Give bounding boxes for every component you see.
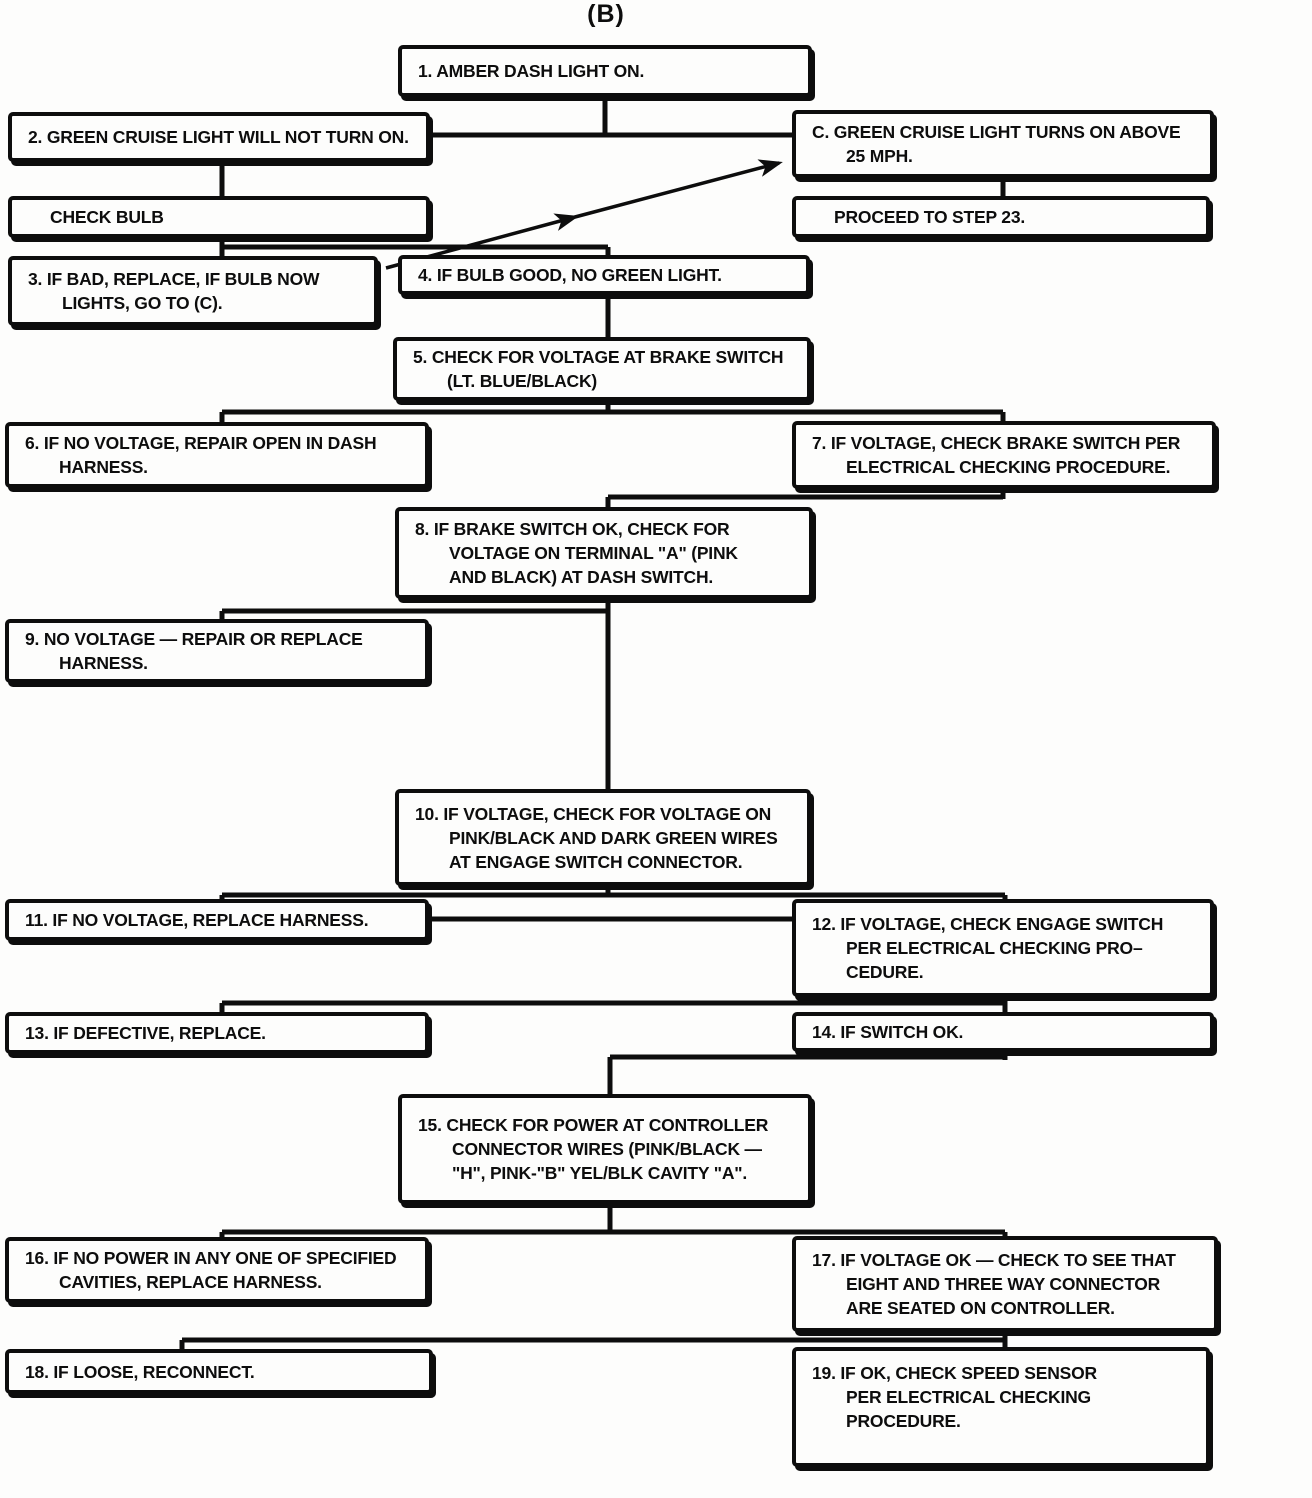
flow-box-9: 9. NO VOLTAGE — REPAIR OR REPLACE HARNES… <box>5 619 429 683</box>
flow-box-proceed: PROCEED TO STEP 23. <box>792 196 1210 238</box>
flow-box-1: 1. AMBER DASH LIGHT ON. <box>398 45 812 97</box>
flow-box-3-label: 3. IF BAD, REPLACE, IF BULB NOW LIGHTS, … <box>28 269 320 313</box>
flow-box-18: 18. IF LOOSE, RECONNECT. <box>5 1349 433 1394</box>
flow-box-c-label: C. GREEN CRUISE LIGHT TURNS ON ABOVE 25 … <box>812 122 1181 166</box>
flow-box-2-label: 2. GREEN CRUISE LIGHT WILL NOT TURN ON. <box>28 127 409 147</box>
flow-box-7: 7. IF VOLTAGE, CHECK BRAKE SWITCH PER EL… <box>792 421 1216 489</box>
flow-box-10: 10. IF VOLTAGE, CHECK FOR VOLTAGE ON PIN… <box>395 789 811 886</box>
flow-box-12: 12. IF VOLTAGE, CHECK ENGAGE SWITCH PER … <box>792 899 1214 997</box>
flow-box-5-label: 5. CHECK FOR VOLTAGE AT BRAKE SWITCH (LT… <box>413 347 784 391</box>
flow-box-11-label: 11. IF NO VOLTAGE, REPLACE HARNESS. <box>25 910 369 930</box>
connector-lines <box>179 97 1008 1351</box>
flow-box-11: 11. IF NO VOLTAGE, REPLACE HARNESS. <box>5 899 429 941</box>
flow-box-5: 5. CHECK FOR VOLTAGE AT BRAKE SWITCH (LT… <box>393 337 811 401</box>
flow-box-4: 4. IF BULB GOOD, NO GREEN LIGHT. <box>398 255 810 295</box>
flow-box-check-bulb: CHECK BULB <box>8 196 430 238</box>
flow-box-9-label: 9. NO VOLTAGE — REPAIR OR REPLACE HARNES… <box>25 629 363 673</box>
flow-box-proceed-label: PROCEED TO STEP 23. <box>834 207 1026 227</box>
flow-box-14-label: 14. IF SWITCH OK. <box>812 1022 964 1042</box>
flow-box-15-label: 15. CHECK FOR POWER AT CONTROLLER CONNEC… <box>418 1115 769 1183</box>
flow-box-4-label: 4. IF BULB GOOD, NO GREEN LIGHT. <box>418 265 722 285</box>
flow-box-6: 6. IF NO VOLTAGE, REPAIR OPEN IN DASH HA… <box>5 422 429 488</box>
flow-box-18-label: 18. IF LOOSE, RECONNECT. <box>25 1361 255 1382</box>
flow-box-15: 15. CHECK FOR POWER AT CONTROLLER CONNEC… <box>398 1094 812 1204</box>
flow-box-13-label: 13. IF DEFECTIVE, REPLACE. <box>25 1023 266 1043</box>
flow-box-16-label: 16. IF NO POWER IN ANY ONE OF SPECIFIED … <box>25 1248 397 1292</box>
flow-box-6-label: 6. IF NO VOLTAGE, REPAIR OPEN IN DASH HA… <box>25 433 377 477</box>
flow-box-12-label: 12. IF VOLTAGE, CHECK ENGAGE SWITCH PER … <box>812 914 1164 982</box>
flow-box-19: 19. IF OK, CHECK SPEED SENSOR PER ELECTR… <box>792 1347 1210 1467</box>
flow-box-13: 13. IF DEFECTIVE, REPLACE. <box>5 1012 429 1054</box>
flow-box-c: C. GREEN CRUISE LIGHT TURNS ON ABOVE 25 … <box>792 110 1214 178</box>
flow-box-8: 8. IF BRAKE SWITCH OK, CHECK FOR VOLTAGE… <box>395 507 813 599</box>
flow-box-19-label: 19. IF OK, CHECK SPEED SENSOR PER ELECTR… <box>812 1363 1097 1431</box>
flow-box-17-label: 17. IF VOLTAGE OK — CHECK TO SEE THAT EI… <box>812 1250 1176 1318</box>
flow-box-3: 3. IF BAD, REPLACE, IF BULB NOW LIGHTS, … <box>8 256 378 326</box>
page-title: (B) <box>587 0 625 28</box>
flow-box-2: 2. GREEN CRUISE LIGHT WILL NOT TURN ON. <box>8 112 430 162</box>
flow-box-1-label: 1. AMBER DASH LIGHT ON. <box>418 61 645 81</box>
flow-box-7-label: 7. IF VOLTAGE, CHECK BRAKE SWITCH PER EL… <box>812 433 1181 477</box>
flow-box-16: 16. IF NO POWER IN ANY ONE OF SPECIFIED … <box>5 1237 429 1303</box>
flow-box-14: 14. IF SWITCH OK. <box>792 1012 1214 1052</box>
flow-box-10-label: 10. IF VOLTAGE, CHECK FOR VOLTAGE ON PIN… <box>415 803 778 872</box>
flow-box-8-label: 8. IF BRAKE SWITCH OK, CHECK FOR VOLTAGE… <box>415 519 738 587</box>
flow-box-17: 17. IF VOLTAGE OK — CHECK TO SEE THAT EI… <box>792 1236 1218 1332</box>
arrow-to-c <box>385 159 783 270</box>
flow-box-check-bulb-label: CHECK BULB <box>50 207 164 227</box>
